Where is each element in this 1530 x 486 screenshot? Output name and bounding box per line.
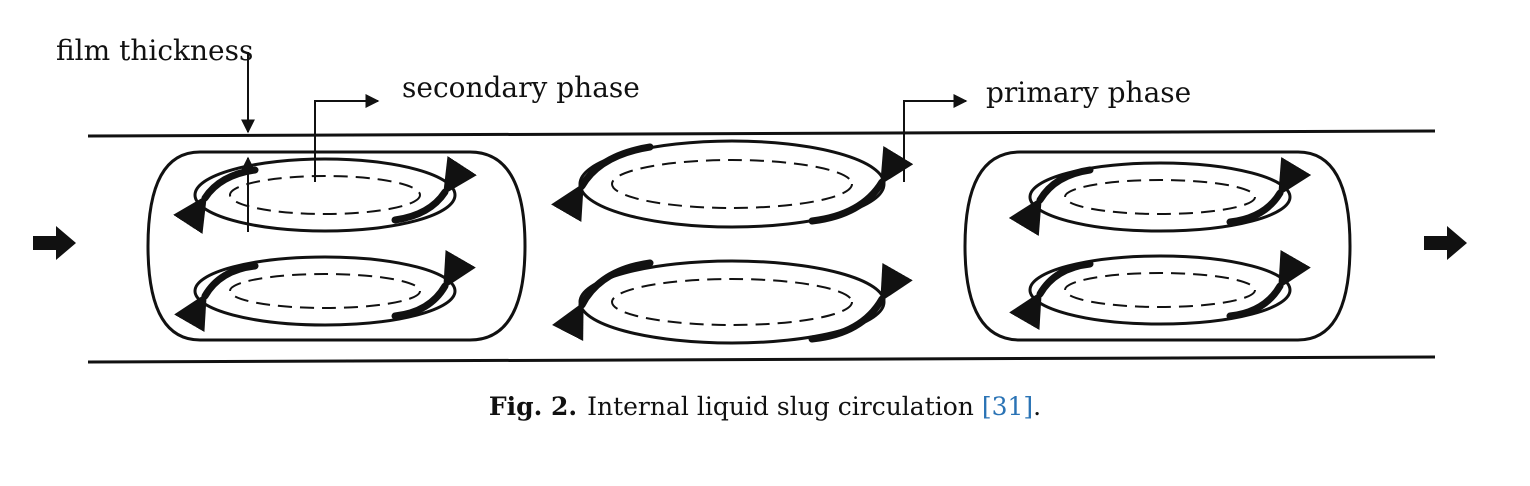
citation-link[interactable]: [31]: [981, 392, 1034, 421]
channel-top-wall: [87, 129, 1436, 138]
label-film-thickness: film thickness: [56, 34, 253, 67]
caption-text: Internal liquid slug circulation: [587, 392, 974, 421]
vortex-left-top: [173, 156, 477, 234]
vortex-right-bottom: [1009, 249, 1311, 331]
vortex-middle-top: [551, 139, 914, 229]
figure-number: Fig. 2.: [488, 392, 578, 421]
liquid-slug-middle: [551, 139, 914, 345]
primary-phase-leader: [903, 94, 968, 182]
vortex-left-bottom: [174, 249, 476, 333]
vortex-middle-bottom: [552, 259, 913, 345]
bubble-left: [146, 150, 527, 342]
vortex-right-top: [1008, 156, 1312, 237]
secondary-phase-leader: [314, 94, 380, 182]
inlet-flow-arrow: [33, 226, 76, 260]
bubble-right: [963, 150, 1352, 342]
label-primary-phase: primary phase: [986, 76, 1191, 109]
figure-caption: Fig. 2.Internal liquid slug circulation …: [0, 392, 1530, 421]
channel-bottom-wall: [87, 355, 1436, 364]
label-secondary-phase: secondary phase: [402, 71, 640, 104]
slug-circulation-diagram: film thickness secondary phase primary p…: [33, 34, 1467, 364]
outlet-flow-arrow: [1424, 226, 1467, 260]
caption-period: .: [1033, 392, 1042, 421]
